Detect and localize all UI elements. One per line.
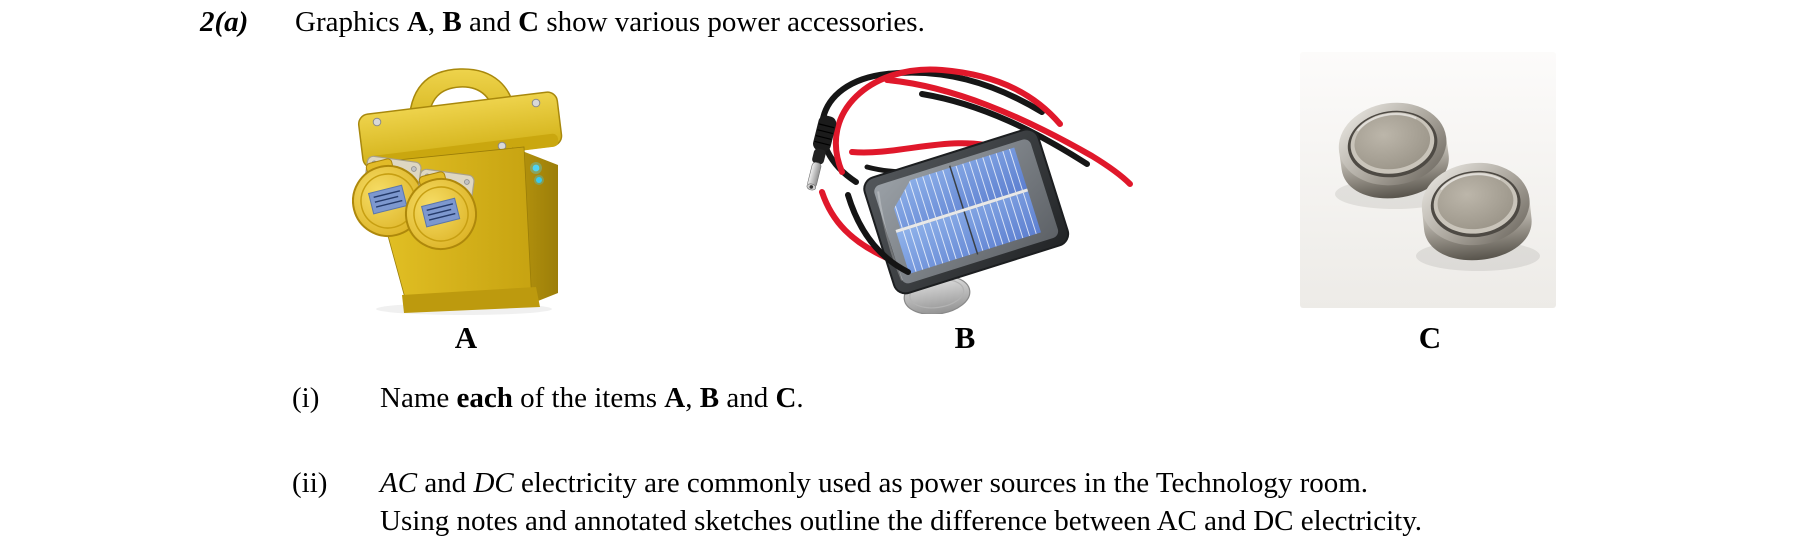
part-ii-line2: Using notes and annotated sketches outli… xyxy=(380,505,1423,537)
part-i-bold-each: each xyxy=(456,382,513,414)
figure-b-label: B xyxy=(954,320,976,355)
part-ii-italic-ac: AC xyxy=(380,467,418,499)
figure-c-label: C xyxy=(1418,320,1442,355)
dc-barrel-plug xyxy=(806,115,837,191)
button-cell-1 xyxy=(1338,102,1449,199)
intro-sep2: and xyxy=(461,6,519,38)
led-indicators xyxy=(530,162,544,185)
part-i-seg3: of the items xyxy=(512,382,665,414)
part-ii-seg4: electricity are commonly used as power s… xyxy=(513,467,1369,499)
figure-c-image xyxy=(1300,52,1556,308)
part-ii-number: (ii) xyxy=(292,467,328,499)
part-ii-seg2: and xyxy=(417,467,474,499)
part-i-sep1: , xyxy=(685,382,700,414)
figure-a-image xyxy=(352,55,568,317)
figure-b-image xyxy=(792,52,1142,315)
part-i-period: . xyxy=(796,382,804,414)
intro-text: Graphics xyxy=(295,6,407,38)
intro-tail: show various power accessories. xyxy=(539,6,925,38)
socket-right xyxy=(405,168,477,250)
intro-bold-b: B xyxy=(442,6,462,38)
figure-a-label: A xyxy=(454,320,478,355)
part-i-bold-b: B xyxy=(699,382,720,414)
intro-sep1: , xyxy=(427,6,443,38)
button-cells-illustration xyxy=(1300,52,1556,308)
part-i-seg1: Name xyxy=(380,382,457,414)
button-cell-2 xyxy=(1421,162,1532,261)
part-i-text: Name each of the items A, B and C. xyxy=(380,379,804,417)
solar-panel-illustration xyxy=(806,66,1133,315)
part-ii-text: AC and DC electricity are commonly used … xyxy=(380,464,1710,540)
intro-bold-a: A xyxy=(406,6,428,38)
part-ii-italic-dc: DC xyxy=(473,467,514,499)
part-i-sep2: and xyxy=(719,382,776,414)
question-intro: Graphics A, B and C show various power a… xyxy=(295,3,925,41)
socket-left xyxy=(352,155,424,237)
site-transformer-illustration xyxy=(352,68,563,315)
panel xyxy=(863,128,1070,295)
question-number: 2(a) xyxy=(200,6,249,38)
part-i-number: (i) xyxy=(292,382,320,414)
intro-bold-c: C xyxy=(518,6,540,38)
part-i-bold-c: C xyxy=(775,382,797,414)
part-i-bold-a: A xyxy=(664,382,686,414)
